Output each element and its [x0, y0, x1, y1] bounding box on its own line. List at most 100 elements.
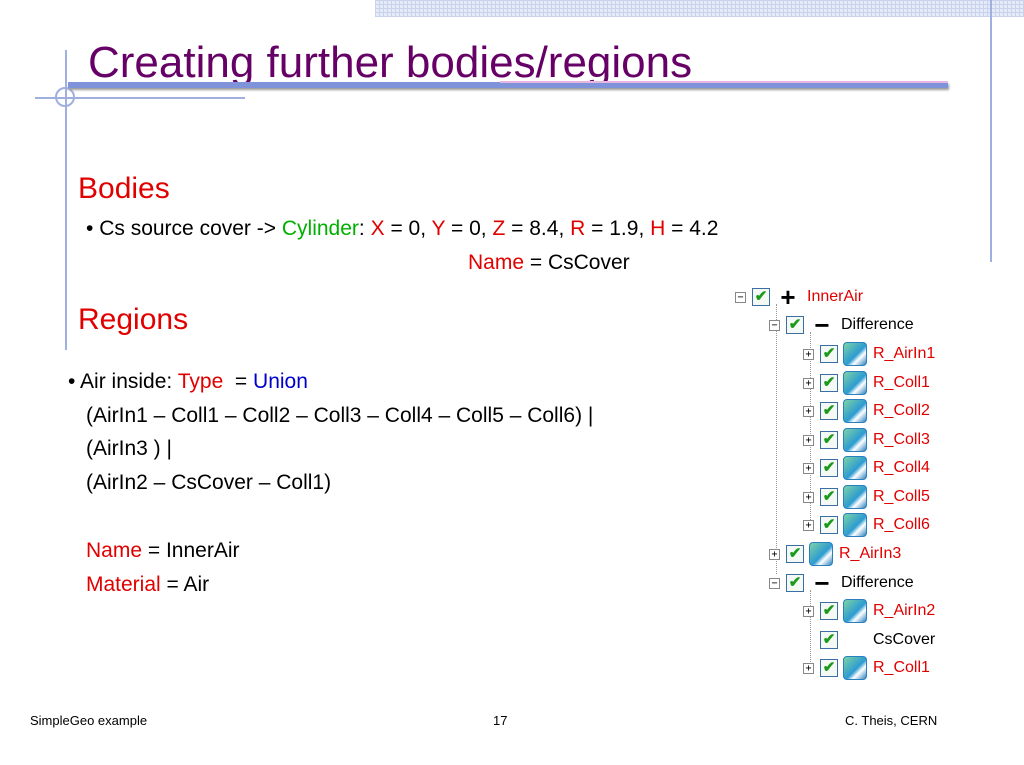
tree-node-label[interactable]: R_Coll1 — [873, 374, 930, 391]
tree-node-region[interactable]: + ✔ R_Coll1 — [803, 370, 930, 396]
body-name-line: Name = CsCover — [468, 251, 630, 275]
union-operator-icon: + — [780, 282, 796, 312]
shape-type: Cylinder — [281, 217, 359, 240]
param-key: X — [370, 217, 385, 240]
type-value: Union — [253, 370, 308, 393]
slide-number: 17 — [493, 713, 508, 728]
tree-node-root[interactable]: − ✔ + InnerAir — [735, 284, 863, 310]
param-value: = 4.2 — [671, 217, 719, 240]
slide-title: Creating further bodies/regions — [88, 38, 693, 87]
region-icon — [843, 456, 867, 480]
name-value: = CsCover — [529, 251, 630, 274]
bodies-heading: Bodies — [78, 172, 170, 205]
collapse-toggle[interactable]: − — [769, 319, 780, 331]
checkbox[interactable]: ✔ — [752, 288, 770, 306]
regions-heading: Regions — [78, 303, 189, 336]
checkbox[interactable]: ✔ — [820, 488, 838, 506]
expand-toggle[interactable]: + — [803, 377, 814, 389]
checkbox[interactable]: ✔ — [786, 316, 804, 334]
colon: : — [358, 217, 365, 240]
tree-node-label[interactable]: R_Coll1 — [873, 659, 930, 676]
tree-node-difference[interactable]: − ✔ − Difference — [769, 570, 914, 596]
param-key: Z — [492, 217, 506, 240]
expand-toggle[interactable]: + — [803, 462, 814, 474]
tree-node-label[interactable]: R_AirIn2 — [873, 602, 936, 619]
header-grid-decoration — [375, 0, 1024, 17]
tree-node-region[interactable]: + ✔ R_Coll4 — [803, 455, 930, 481]
checkbox[interactable]: ✔ — [820, 402, 838, 420]
checkbox[interactable]: ✔ — [786, 574, 804, 592]
tree-node-label[interactable]: R_Coll5 — [873, 488, 930, 505]
expand-toggle[interactable]: + — [803, 605, 814, 617]
tree-node-region[interactable]: + ✔ R_Coll6 — [803, 512, 930, 538]
region-icon — [843, 371, 867, 395]
name-key: Name — [86, 539, 143, 562]
checkbox[interactable]: ✔ — [820, 602, 838, 620]
param-key: R — [570, 217, 586, 240]
tree-connector — [810, 590, 811, 670]
tree-node-region[interactable]: + ✔ R_Coll5 — [803, 484, 930, 510]
collapse-toggle[interactable]: − — [769, 577, 780, 589]
expand-toggle[interactable]: + — [803, 405, 814, 417]
tree-node-label[interactable]: Difference — [841, 316, 914, 333]
tree-node-label[interactable]: InnerAir — [807, 288, 864, 305]
checkbox[interactable]: ✔ — [786, 545, 804, 563]
bodies-bullet-line: • Cs source cover -> Cylinder: X = 0, Y … — [86, 217, 718, 241]
checkbox[interactable]: ✔ — [820, 459, 838, 477]
name-value: = InnerAir — [147, 539, 240, 562]
footer-right: C. Theis, CERN — [845, 713, 938, 728]
tree-node-difference[interactable]: − ✔ − Difference — [769, 312, 914, 338]
checkbox[interactable]: ✔ — [820, 374, 838, 392]
collapse-toggle[interactable]: − — [735, 291, 746, 303]
tree-node-label[interactable]: Difference — [841, 574, 914, 591]
regions-intro: Air inside: — [80, 370, 173, 393]
tree-node-region[interactable]: + ✔ R_Coll1 — [803, 655, 930, 681]
subtract-operator-icon: − — [814, 568, 830, 598]
expand-toggle[interactable]: + — [769, 548, 780, 560]
tree-node-label[interactable]: R_Coll3 — [873, 431, 930, 448]
bodies-intro: Cs source cover -> — [99, 217, 277, 240]
region-icon — [843, 342, 867, 366]
checkbox[interactable]: ✔ — [820, 431, 838, 449]
expand-toggle[interactable]: + — [803, 491, 814, 503]
tree-node-label[interactable]: R_Coll2 — [873, 402, 930, 419]
expand-toggle[interactable]: + — [803, 662, 814, 674]
region-icon — [843, 428, 867, 452]
material-key: Material — [86, 573, 161, 596]
expand-toggle[interactable]: + — [803, 519, 814, 531]
tree-node-label[interactable]: R_Coll4 — [873, 459, 930, 476]
tree-node-region[interactable]: + ✔ R_Coll3 — [803, 427, 930, 453]
expand-toggle[interactable]: + — [803, 434, 814, 446]
tree-node-label[interactable]: CsCover — [873, 631, 936, 648]
tree-node-body[interactable]: ✔ CsCover — [820, 627, 935, 653]
subtract-operator-icon: − — [814, 310, 830, 340]
checkbox[interactable]: ✔ — [820, 659, 838, 677]
region-name-line: Name = InnerAir — [86, 539, 240, 563]
tree-connector — [776, 304, 777, 574]
tree-node-region[interactable]: + ✔ R_AirIn3 — [769, 541, 901, 567]
tree-node-label[interactable]: R_AirIn1 — [873, 345, 936, 362]
region-icon — [843, 513, 867, 537]
checkbox[interactable]: ✔ — [820, 516, 838, 534]
tree-node-region[interactable]: + ✔ R_Coll2 — [803, 398, 930, 424]
param-value: = 0, — [451, 217, 487, 240]
footer-left: SimpleGeo example — [30, 713, 148, 728]
regions-bullet-line: • Air inside: Type = Union — [68, 370, 308, 394]
title-underline — [68, 82, 948, 88]
tree-node-label[interactable]: R_Coll6 — [873, 516, 930, 533]
checkbox[interactable]: ✔ — [820, 631, 838, 649]
type-eq: = — [234, 370, 248, 393]
param-value: = 1.9, — [591, 217, 645, 240]
bullet: • — [86, 217, 94, 240]
param-value: = 8.4, — [511, 217, 565, 240]
checkbox[interactable]: ✔ — [820, 345, 838, 363]
tree-node-region[interactable]: + ✔ R_AirIn2 — [803, 598, 935, 624]
material-value: = Air — [166, 573, 210, 596]
region-icon — [843, 399, 867, 423]
tree-connector — [810, 332, 811, 530]
type-key: Type — [177, 370, 224, 393]
left-horizontal-rule — [35, 97, 245, 99]
tree-node-region[interactable]: + ✔ R_AirIn1 — [803, 341, 935, 367]
expand-toggle[interactable]: + — [803, 348, 814, 360]
tree-node-label[interactable]: R_AirIn3 — [839, 545, 902, 562]
